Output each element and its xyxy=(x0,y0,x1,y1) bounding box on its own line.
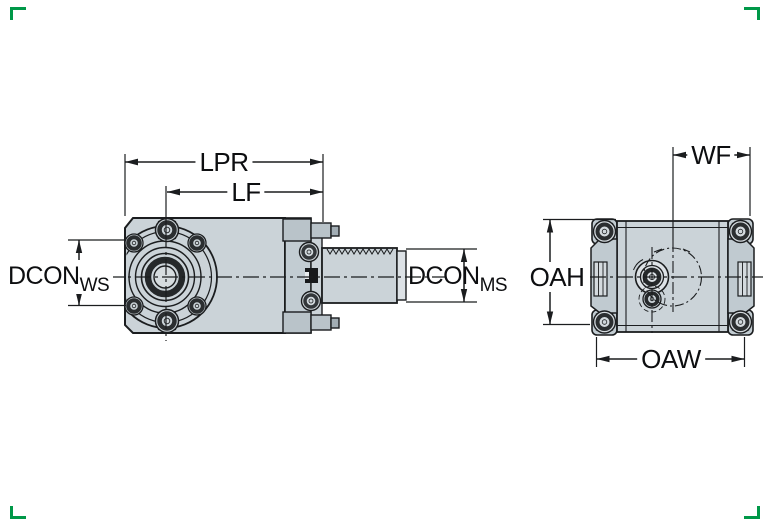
flange-bolts-diagonal xyxy=(124,233,207,316)
corner-bolts xyxy=(592,219,753,334)
dim-label-lf: LF xyxy=(227,177,265,207)
dim-label-oaw: OAW xyxy=(637,344,705,374)
top-stud xyxy=(282,218,340,242)
flange-bolt-top xyxy=(154,217,180,243)
right-side-piece xyxy=(727,238,755,314)
coolant-port xyxy=(305,268,318,283)
dim-label-oah: OAH xyxy=(525,262,589,292)
front-view xyxy=(590,218,763,336)
left-side-piece xyxy=(590,238,618,314)
bottom-stud xyxy=(282,311,340,334)
corner-mark-bottom-left xyxy=(10,506,26,519)
flange-bolt-bottom xyxy=(154,308,180,334)
clamp-screw-top xyxy=(298,241,320,263)
dimension-oah xyxy=(543,218,616,326)
dimension-dcon-ms xyxy=(406,248,477,303)
dim-label-dcon-ms: DCONMS xyxy=(408,262,508,296)
dim-label-dcon-ws: DCONWS xyxy=(4,260,114,296)
clamp-screw-bottom xyxy=(300,290,322,312)
shaft-serration xyxy=(326,248,394,255)
corner-mark-top-right xyxy=(744,7,760,20)
dim-label-wf: WF xyxy=(687,140,735,170)
corner-mark-top-left xyxy=(10,7,26,20)
corner-mark-bottom-right xyxy=(744,506,760,519)
dim-label-lpr: LPR xyxy=(195,147,253,177)
ms-shaft xyxy=(321,247,407,304)
side-view xyxy=(108,186,445,341)
